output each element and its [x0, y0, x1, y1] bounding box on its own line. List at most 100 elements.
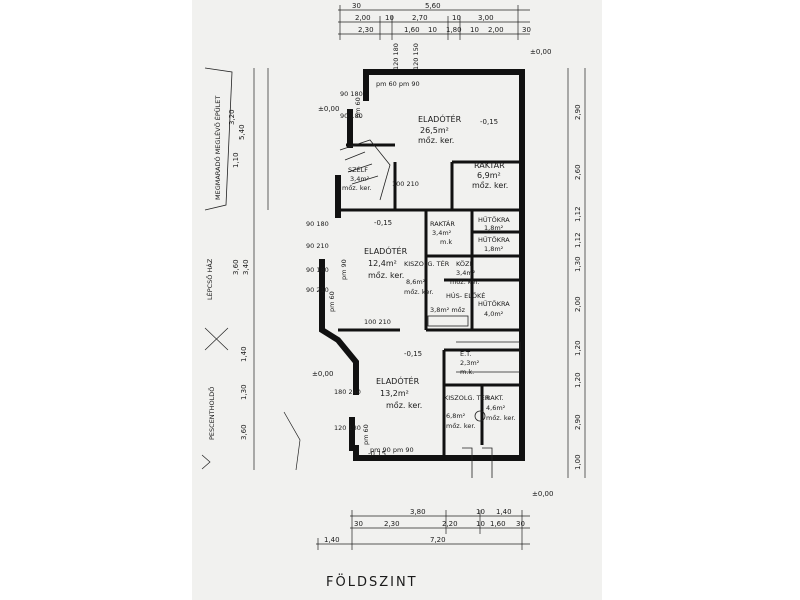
- room-floor: 3,8m² mőz: [430, 305, 466, 314]
- dim-label: 1,60: [404, 26, 420, 34]
- level-mark: ±0,00: [312, 370, 333, 378]
- sill-label: 120 150: [412, 43, 420, 70]
- room-service-1: KISZOLG. TÉR 8,6m² mőz. ker.: [404, 259, 450, 296]
- dim-label: 1,40: [496, 508, 512, 516]
- room-area: 4,0m²: [484, 310, 504, 318]
- room-floor: mőz. ker.: [450, 277, 480, 286]
- entry-steps: [462, 447, 493, 478]
- dim-label: 1,00: [574, 454, 582, 470]
- dim-label: 5,60: [425, 2, 441, 10]
- dim-label: 2,00: [574, 296, 582, 312]
- dim-label: 3,20: [228, 109, 236, 125]
- left-annotations: MEGMARADÓ MEGLÉVŐ ÉPÜLET LÉPCSŐ HÁZ PESC…: [201, 67, 301, 471]
- room-name: RAKT.: [486, 394, 504, 402]
- dim-label: 3,60: [240, 424, 248, 440]
- window-label: pm 60 pm 90: [376, 80, 420, 88]
- window-label: pm 60: [354, 97, 362, 118]
- bottom-dimensions: 3,80 10 1,40 30 2,30 2,20 10 1,60 30 1,4…: [316, 508, 530, 550]
- dim-label: 10: [470, 26, 479, 34]
- level-marks: ±0,00 ±0,00 -0,15 -0,15 -0,15 -0,15 ±0,0…: [312, 48, 553, 498]
- sill-label: 100 210: [392, 180, 419, 188]
- dim-label: 1,40: [240, 346, 248, 362]
- room-area: 3,4m²: [432, 229, 452, 237]
- room-salesroom-2: ELADÓTÉR 12,4m² mőz. ker.: [364, 245, 408, 280]
- dim-label: 10: [476, 508, 485, 516]
- dim-label: 1,20: [574, 340, 582, 356]
- plan-title: FÖLDSZINT: [326, 573, 418, 590]
- room-floor: mőz. ker.: [368, 271, 404, 280]
- window-labels: pm 60 pm 90 pm 60 pm 60 pm 90 pm 90 pm 9…: [328, 80, 420, 454]
- room-area: 1,8m²: [484, 245, 504, 253]
- scanned-paper: [192, 0, 602, 600]
- dim-label: 3,60: [232, 259, 240, 275]
- room-name: HŰTŐKRA: [478, 215, 510, 224]
- dim-label: 2,60: [574, 164, 582, 180]
- room-name: KÖZL: [456, 259, 473, 268]
- dim-label: 2,30: [384, 520, 400, 528]
- outer-wall: [319, 307, 359, 395]
- dim-label: 1,30: [240, 384, 248, 400]
- room-name: SZÉLF: [348, 165, 368, 174]
- room-area: 8,6m²: [406, 278, 426, 286]
- sill-label: 100 210: [364, 318, 391, 326]
- room-salesroom-3: ELADÓTÉR 13,2m² mőz. ker.: [376, 375, 422, 410]
- dim-label: 1,60: [490, 520, 506, 528]
- sill-annotations: 120 180 120 150 90 180 90 180 90 180 90 …: [306, 43, 420, 432]
- dim-label: 30: [522, 26, 531, 34]
- side-label-bottom: PESCENTHOLDÖ: [207, 387, 216, 440]
- dim-label: 10: [452, 14, 461, 22]
- level-mark: -0,15: [368, 450, 386, 458]
- room-area: 12,4m²: [368, 259, 397, 268]
- dim-label: 3,80: [410, 508, 426, 516]
- room-salesroom-1: ELADÓTÉR 26,5m² mőz. ker.: [418, 113, 462, 145]
- room-floor: mőz. ker.: [446, 421, 476, 430]
- internal-walls: [338, 143, 522, 458]
- dim-label: 1,10: [232, 152, 240, 168]
- dim-label: 2,00: [488, 26, 504, 34]
- room-area: 13,2m²: [380, 389, 409, 398]
- top-dimensions: 30 5,60 2,00 10 2,70 10 3,00 2,30 1,60 1…: [338, 2, 531, 40]
- right-dimensions: 2,90 2,60 1,12 1,12 1,30 2,00 1,20 1,20 …: [567, 68, 586, 478]
- sill-label: 90 210: [306, 242, 329, 250]
- room-floor: m.k: [440, 238, 452, 246]
- sill-label: 90 180: [306, 220, 329, 228]
- room-storage-1: RAKTÁR 6,9m² mőz. ker.: [472, 159, 508, 190]
- room-name: HÚS- ELŐKÉ: [446, 291, 485, 300]
- dim-label: 2,00: [355, 14, 371, 22]
- room-cooler-1: HŰTŐKRA 1,8m²: [478, 215, 510, 232]
- room-name: ELADÓTÉR: [364, 245, 408, 256]
- existing-building-outline: [204, 67, 233, 211]
- room-floor: mőz. ker.: [342, 183, 372, 192]
- room-area: 26,5m²: [420, 126, 449, 135]
- dim-label: 2,20: [442, 520, 458, 528]
- side-label-staircase: LÉPCSŐ HÁZ: [205, 258, 214, 300]
- level-mark: ±0,00: [532, 490, 553, 498]
- sill-label: 90 180: [306, 266, 329, 274]
- room-name: KISZOLG. TÉR: [404, 259, 450, 268]
- stair-hatch: [339, 139, 391, 201]
- sill-label: 120 180: [392, 43, 400, 70]
- room-name: KISZOLG. TÉR: [444, 393, 490, 402]
- level-mark: ±0,00: [318, 105, 339, 113]
- sill-label: 90 210: [306, 286, 329, 294]
- dim-label: 30: [354, 520, 363, 528]
- window-label: pm 60: [362, 424, 370, 445]
- room-area: 6,9m²: [477, 171, 501, 180]
- side-label-existing-building: MEGMARADÓ MEGLÉVŐ ÉPÜLET: [213, 96, 222, 200]
- room-area: 6,8m²: [446, 412, 466, 420]
- dim-label: 1,80: [446, 26, 462, 34]
- room-area: 4,6m²: [486, 404, 506, 412]
- room-floor: mőz. ker.: [486, 413, 516, 422]
- sill-label: 90 180: [340, 90, 363, 98]
- room-floor: mőz. ker.: [386, 401, 422, 410]
- room-storage-3: RAKT. 4,6m² mőz. ker.: [486, 394, 516, 422]
- dim-label: 2,90: [574, 414, 582, 430]
- window-label: pm 90: [340, 259, 348, 280]
- dim-label: 1,30: [574, 256, 582, 272]
- dim-label: 1,20: [574, 372, 582, 388]
- equipment: [456, 341, 521, 373]
- room-cooler-3: HŰTŐKRA 4,0m²: [478, 299, 510, 318]
- counter: [427, 315, 469, 327]
